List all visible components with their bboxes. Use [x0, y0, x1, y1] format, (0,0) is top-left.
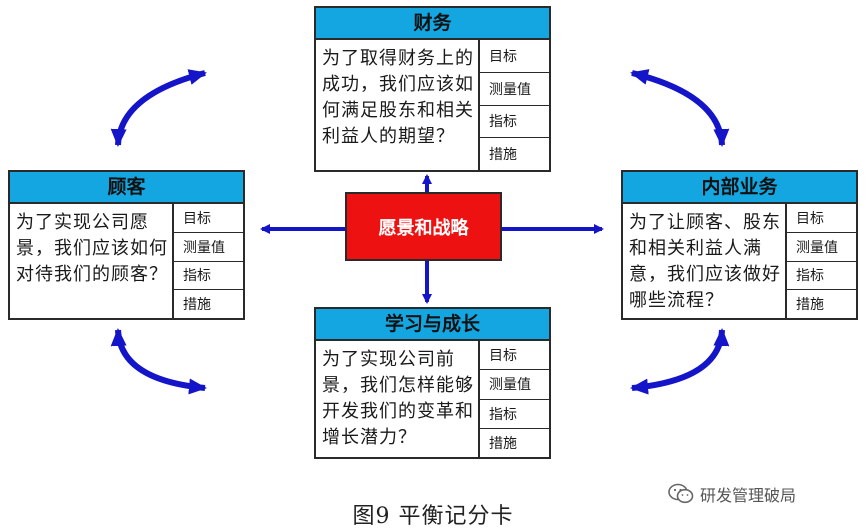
- metric-measure: 测量值: [480, 73, 549, 106]
- curve-arrow-bottom-right: [630, 328, 730, 395]
- metric-action: 措施: [489, 435, 517, 452]
- finance-box: 财务 为了取得财务上的成功，我们应该如何满足股东和相关利益人的期望？ 目标 测量…: [314, 6, 551, 172]
- finance-metrics: 目标 测量值 指标 措施: [478, 40, 549, 170]
- customer-question: 为了实现公司愿景，我们应该如何对待我们的顾客？: [16, 212, 168, 285]
- customer-metrics: 目标 测量值 指标 措施: [172, 204, 243, 318]
- internal-business-body: 为了让顾客、股东和相关利益人满意，我们应该做好哪些流程？ 目标 测量值 指标 措…: [623, 204, 856, 318]
- curve-arrow-top-left: [110, 69, 207, 147]
- customer-box: 顾客 为了实现公司愿景，我们应该如何对待我们的顾客？ 目标 测量值 指标 措施: [8, 170, 245, 320]
- learning-growth-title: 学习与成长: [316, 309, 549, 341]
- metric-goal: 目标: [787, 204, 856, 233]
- watermark-text: 研发管理破局: [700, 486, 797, 505]
- curve-arrow-bottom-left: [110, 328, 207, 395]
- metric-indicator: 指标: [480, 400, 549, 429]
- metric-indicator: 指标: [480, 106, 549, 139]
- customer-body: 为了实现公司愿景，我们应该如何对待我们的顾客？ 目标 测量值 指标 措施: [10, 204, 243, 318]
- metric-action: 措施: [489, 147, 517, 164]
- internal-business-title: 内部业务: [623, 172, 856, 204]
- metric-measure: 测量值: [174, 233, 243, 262]
- metric-measure: 测量值: [480, 370, 549, 400]
- internal-business-question: 为了让顾客、股东和相关利益人满意，我们应该做好哪些流程？: [629, 212, 781, 311]
- learning-growth-metrics: 目标 测量值 指标 措施: [478, 341, 549, 457]
- metric-indicator: 指标: [787, 262, 856, 291]
- customer-title: 顾客: [10, 172, 243, 204]
- metric-goal: 目标: [480, 40, 549, 73]
- metric-indicator: 指标: [174, 262, 243, 291]
- metric-goal: 目标: [174, 204, 243, 233]
- watermark: 研发管理破局: [668, 482, 796, 506]
- learning-growth-box: 学习与成长 为了实现公司前景，我们怎样能够开发我们的变革和增长潜力？ 目标 测量…: [314, 307, 551, 459]
- metric-action: 措施: [183, 297, 211, 314]
- learning-growth-question: 为了实现公司前景，我们怎样能够开发我们的变革和增长潜力？: [322, 349, 474, 448]
- finance-question: 为了取得财务上的成功，我们应该如何满足股东和相关利益人的期望？: [322, 48, 474, 147]
- metric-goal: 目标: [480, 341, 549, 371]
- figure-caption: 图9 平衡记分卡: [352, 504, 514, 529]
- metric-measure: 测量值: [787, 233, 856, 262]
- internal-business-box: 内部业务 为了让顾客、股东和相关利益人满意，我们应该做好哪些流程？ 目标 测量值…: [621, 170, 858, 320]
- learning-growth-body: 为了实现公司前景，我们怎样能够开发我们的变革和增长潜力？ 目标 测量值 指标 措…: [316, 341, 549, 457]
- curve-arrow-top-right: [630, 69, 730, 147]
- finance-body: 为了取得财务上的成功，我们应该如何满足股东和相关利益人的期望？ 目标 测量值 指…: [316, 40, 549, 170]
- internal-business-metrics: 目标 测量值 指标 措施: [785, 204, 856, 318]
- metric-action: 措施: [796, 297, 824, 314]
- vision-strategy-box: 愿景和战略: [345, 192, 502, 261]
- finance-title: 财务: [316, 8, 549, 40]
- wechat-icon: [668, 483, 694, 504]
